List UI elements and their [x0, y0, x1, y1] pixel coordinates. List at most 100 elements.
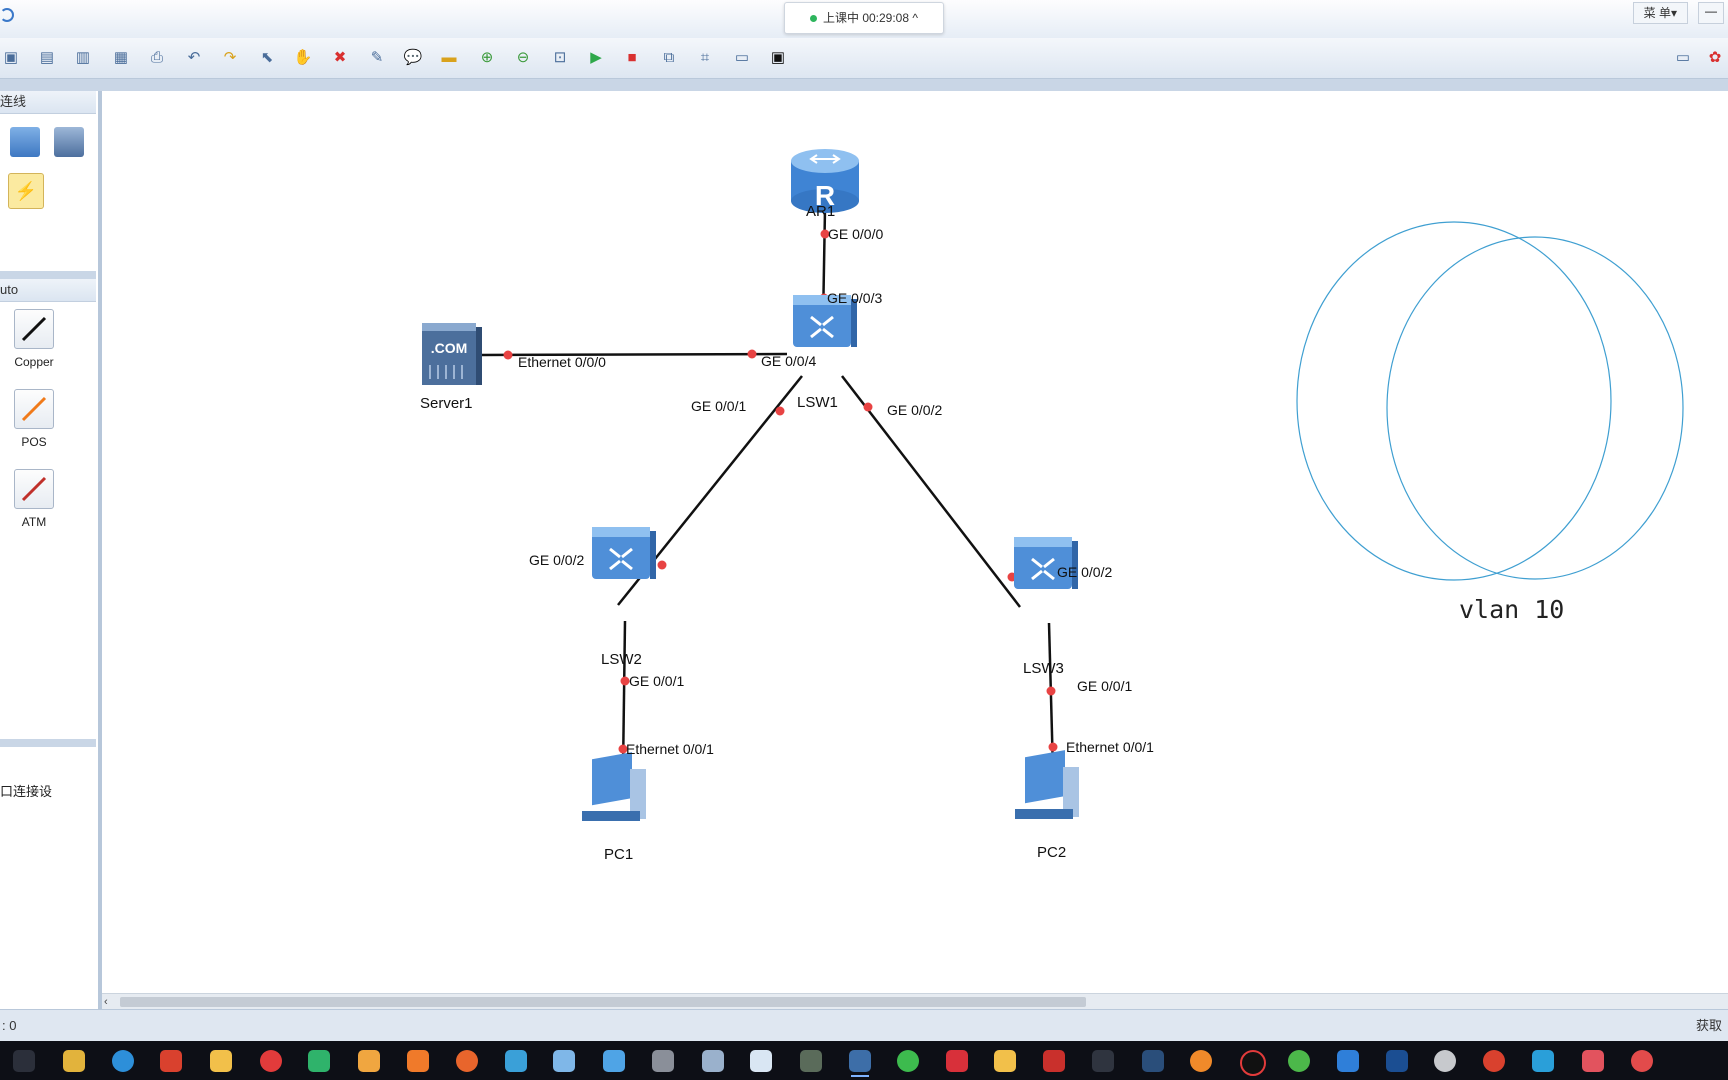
- full-screen-icon[interactable]: ▭: [734, 49, 750, 66]
- app-icon-9[interactable]: [702, 1050, 724, 1072]
- topology-drawing: R .COM: [422, 149, 1684, 821]
- app-icon-23[interactable]: [1582, 1050, 1604, 1072]
- wechat-icon[interactable]: [897, 1050, 919, 1072]
- file-explorer-icon[interactable]: [63, 1050, 85, 1072]
- rectangle-icon[interactable]: ▬: [441, 49, 457, 66]
- undo-icon[interactable]: ↶: [187, 49, 201, 66]
- port-dot: [747, 349, 757, 359]
- switch-icon[interactable]: [592, 527, 656, 579]
- menu-button[interactable]: 菜 单▾: [1632, 2, 1688, 24]
- save-icon[interactable]: ▥: [75, 49, 91, 66]
- app-icon-19[interactable]: [1386, 1050, 1408, 1072]
- device-label-lsw3: LSW3: [1023, 660, 1064, 677]
- print-icon[interactable]: ⎙: [150, 49, 163, 66]
- pc-icon[interactable]: [582, 752, 646, 821]
- app-icon-15[interactable]: [1092, 1050, 1114, 1072]
- app-icon-4[interactable]: [407, 1050, 429, 1072]
- command-line-icon[interactable]: ▣: [770, 49, 786, 66]
- huawei-logo-icon[interactable]: ✿: [1708, 49, 1722, 66]
- scroll-left-icon[interactable]: ‹: [104, 996, 108, 1008]
- status-help-link[interactable]: 获取: [1695, 1018, 1722, 1033]
- start-device-icon[interactable]: ▶: [590, 49, 602, 66]
- router-icon[interactable]: R: [791, 149, 859, 213]
- vlan-area-circle[interactable]: [1296, 221, 1612, 581]
- panel-separator: [0, 739, 96, 747]
- app-icon-16[interactable]: [1190, 1050, 1212, 1072]
- pan-hand-icon[interactable]: ✋: [293, 49, 313, 66]
- app-icon-2[interactable]: [210, 1050, 232, 1072]
- app-icon-5[interactable]: [505, 1050, 527, 1072]
- steam-icon[interactable]: [1142, 1050, 1164, 1072]
- select-icon[interactable]: ⬉: [260, 49, 274, 66]
- app-icon-3[interactable]: [358, 1050, 380, 1072]
- link-server1-lsw1[interactable]: [479, 352, 788, 357]
- auto-cable-icon[interactable]: ⚡: [8, 173, 44, 209]
- session-indicator[interactable]: 上课中 00:29:08 ^: [784, 2, 944, 34]
- link-lsw1-lsw3[interactable]: [841, 375, 1021, 608]
- app-icon-14[interactable]: [1043, 1050, 1065, 1072]
- app-icon-12[interactable]: [946, 1050, 968, 1072]
- scrollbar-thumb[interactable]: [120, 997, 1086, 1007]
- copper-cable-button[interactable]: [14, 309, 54, 349]
- app-icon-8[interactable]: [652, 1050, 674, 1072]
- feedback-icon[interactable]: ▭: [1675, 49, 1691, 66]
- delete-icon[interactable]: ✖: [333, 49, 347, 66]
- toolbar: ▣ ▤ ▥ ▦ ⎙ ↶ ↷ ⬉ ✋ ✖ ✎ 💬 ▬ ⊕ ⊖ ⊡ ▶ ■ ⧉ ⌗ …: [0, 38, 1728, 79]
- vlan-area-circle[interactable]: [1386, 236, 1684, 580]
- firefox-icon[interactable]: [456, 1050, 478, 1072]
- edge-browser-icon[interactable]: [112, 1050, 134, 1072]
- open-icon[interactable]: ▤: [39, 49, 55, 66]
- minimize-button[interactable]: —: [1698, 2, 1724, 24]
- app-icon-20[interactable]: [1434, 1050, 1456, 1072]
- pos-cable-label: POS: [21, 435, 47, 449]
- text-annotation-icon[interactable]: 💬: [403, 49, 423, 66]
- app-icon-18[interactable]: [1337, 1050, 1359, 1072]
- horizontal-scrollbar[interactable]: ‹: [102, 993, 1728, 1010]
- app-icon-1[interactable]: [160, 1050, 182, 1072]
- port-label: Ethernet 0/0/0: [518, 354, 606, 370]
- delete-connection-icon[interactable]: ✎: [370, 49, 384, 66]
- redo-icon[interactable]: ↷: [223, 49, 237, 66]
- app-icon-11[interactable]: [800, 1050, 822, 1072]
- netease-music-icon[interactable]: [260, 1050, 282, 1072]
- app-icon-10[interactable]: [750, 1050, 772, 1072]
- wlan-device-icon[interactable]: [10, 127, 40, 157]
- switch-icon[interactable]: [1014, 537, 1078, 589]
- topology-canvas[interactable]: R .COM: [102, 91, 1728, 993]
- topology-icon[interactable]: ⌗: [700, 49, 710, 66]
- other-device-icon[interactable]: [54, 127, 84, 157]
- task-view-icon[interactable]: [13, 1050, 35, 1072]
- zoom-out-icon[interactable]: ⊖: [516, 49, 530, 66]
- stop-device-icon[interactable]: ■: [627, 49, 637, 66]
- media-player-icon[interactable]: [308, 1050, 330, 1072]
- port-label: GE 0/0/4: [761, 353, 817, 369]
- device-label-pc1: PC1: [604, 846, 634, 863]
- app-icon-6[interactable]: [553, 1050, 575, 1072]
- record-icon[interactable]: [1240, 1050, 1266, 1076]
- device-label-lsw1: LSW1: [797, 394, 838, 411]
- zoom-in-icon[interactable]: ⊕: [480, 49, 494, 66]
- vlan-label[interactable]: vlan 10: [1459, 595, 1565, 624]
- switch-icon[interactable]: [793, 295, 857, 347]
- app-icon-7[interactable]: [603, 1050, 625, 1072]
- port-dot: [863, 402, 873, 412]
- ensp-icon[interactable]: [849, 1050, 871, 1077]
- device-label-server1: Server1: [420, 395, 473, 412]
- capture-data-icon[interactable]: ⧉: [663, 49, 675, 66]
- app-icon-17[interactable]: [1288, 1050, 1310, 1072]
- atm-cable-button[interactable]: [14, 469, 54, 509]
- port-dot: [503, 350, 513, 360]
- server-icon[interactable]: .COM: [422, 323, 482, 385]
- pos-cable-button[interactable]: [14, 389, 54, 429]
- session-indicator-text: 上课中 00:29:08 ^: [822, 11, 918, 25]
- pc-icon[interactable]: [1015, 750, 1079, 819]
- app-icon-24[interactable]: [1631, 1050, 1653, 1072]
- copper-cable-icon: [21, 316, 47, 342]
- app-icon-22[interactable]: [1532, 1050, 1554, 1072]
- app-icon-21[interactable]: [1483, 1050, 1505, 1072]
- app-icon-13[interactable]: [994, 1050, 1016, 1072]
- panel-separator: [0, 271, 96, 279]
- fit-view-icon[interactable]: ⊡: [553, 49, 567, 66]
- save-as-icon[interactable]: ▦: [113, 49, 129, 66]
- new-topology-icon[interactable]: ▣: [3, 49, 19, 66]
